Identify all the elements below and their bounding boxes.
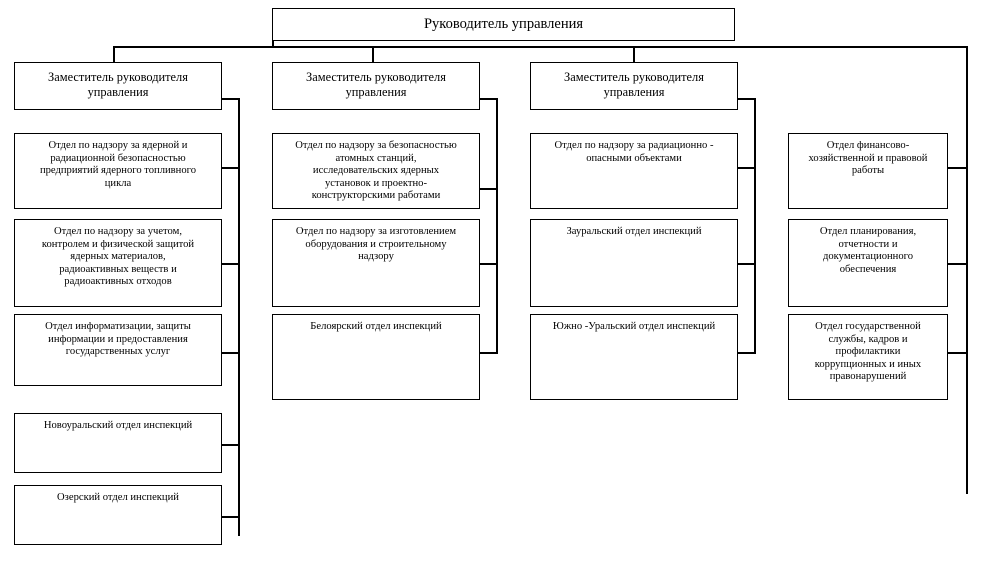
- node-deputy-1[interactable]: Заместитель руководителя управления: [14, 62, 222, 110]
- node-label: Заместитель руководителя управления: [564, 70, 704, 99]
- node-col1-dept-4[interactable]: Новоуральский отдел инспекций: [14, 413, 222, 473]
- node-label: Отдел государственной службы, кадров и п…: [814, 321, 922, 382]
- connector-col4-trunk: [966, 46, 968, 494]
- connector-col3-stub-1: [737, 167, 755, 169]
- node-label: Отдел по надзору за безопасностью атомны…: [295, 140, 457, 201]
- connector-col3-tap: [737, 98, 755, 100]
- node-label: Отдел по надзору за изготовлением оборуд…: [295, 226, 457, 262]
- node-label: Отдел по надзору за учетом, контролем и …: [41, 226, 195, 287]
- node-label: Новоуральский отдел инспекций: [43, 420, 193, 431]
- node-col2-dept-2[interactable]: Отдел по надзору за изготовлением оборуд…: [272, 219, 480, 307]
- node-col1-dept-3[interactable]: Отдел информатизации, защиты информации …: [14, 314, 222, 386]
- node-label: Заместитель руководителя управления: [306, 70, 446, 99]
- node-label: Зауральский отдел инспекций: [566, 226, 702, 237]
- node-col3-dept-2[interactable]: Зауральский отдел инспекций: [530, 219, 738, 307]
- connector-col1-stub-1: [221, 167, 239, 169]
- connector-col2-stub-2: [479, 263, 497, 265]
- node-label: Белоярский отдел инспекций: [310, 321, 442, 332]
- connector-col4-stub-2: [948, 263, 967, 265]
- connector-col2-stub-1: [479, 188, 497, 190]
- node-col4-dept-2[interactable]: Отдел планирования, отчетности и докумен…: [788, 219, 948, 307]
- node-col3-dept-3[interactable]: Южно -Уральский отдел инспекций: [530, 314, 738, 400]
- connector-col1-stub-4: [221, 444, 239, 446]
- connector-col1-stub-3: [221, 352, 239, 354]
- node-label: Южно -Уральский отдел инспекций: [552, 321, 716, 332]
- node-col4-dept-1[interactable]: Отдел финансово- хозяйственной и правово…: [788, 133, 948, 209]
- connector-col1-stub-5: [221, 516, 239, 518]
- node-col1-dept-1[interactable]: Отдел по надзору за ядерной и радиационн…: [14, 133, 222, 209]
- node-label: Отдел информатизации, защиты информации …: [45, 321, 191, 357]
- connector-bus-drop-1: [113, 46, 115, 63]
- node-head-of-department[interactable]: Руководитель управления: [272, 8, 735, 41]
- node-col1-dept-2[interactable]: Отдел по надзору за учетом, контролем и …: [14, 219, 222, 307]
- connector-main-bus: [113, 46, 967, 48]
- connector-col2-trunk: [496, 98, 498, 354]
- connector-col4-stub-3: [948, 352, 967, 354]
- connector-col4-stub-1: [948, 167, 967, 169]
- connector-col1-trunk: [238, 98, 240, 536]
- node-col3-dept-1[interactable]: Отдел по надзору за радиационно - опасны…: [530, 133, 738, 209]
- node-col2-dept-3[interactable]: Белоярский отдел инспекций: [272, 314, 480, 400]
- connector-root-stem: [272, 40, 274, 48]
- node-label: Озерский отдел инспекций: [57, 492, 179, 503]
- node-deputy-3[interactable]: Заместитель руководителя управления: [530, 62, 738, 110]
- node-col1-dept-5[interactable]: Озерский отдел инспекций: [14, 485, 222, 545]
- connector-col2-tap: [479, 98, 497, 100]
- connector-col1-tap: [221, 98, 239, 100]
- node-deputy-2[interactable]: Заместитель руководителя управления: [272, 62, 480, 110]
- connector-bus-drop-2: [372, 46, 374, 63]
- node-label: Заместитель руководителя управления: [48, 70, 188, 99]
- connector-col2-stub-3: [479, 352, 497, 354]
- node-col4-dept-3[interactable]: Отдел государственной службы, кадров и п…: [788, 314, 948, 400]
- connector-col3-stub-2: [737, 263, 755, 265]
- node-label: Отдел финансово- хозяйственной и правово…: [808, 140, 928, 176]
- node-label: Руководитель управления: [423, 16, 584, 32]
- node-label: Отдел по надзору за радиационно - опасны…: [554, 140, 714, 164]
- node-col2-dept-1[interactable]: Отдел по надзору за безопасностью атомны…: [272, 133, 480, 209]
- connector-col3-trunk: [754, 98, 756, 354]
- node-label: Отдел по надзору за ядерной и радиационн…: [39, 140, 197, 189]
- connector-bus-drop-3: [633, 46, 635, 63]
- connector-col1-stub-2: [221, 263, 239, 265]
- node-label: Отдел планирования, отчетности и докумен…: [819, 226, 917, 275]
- connector-col3-stub-3: [737, 352, 755, 354]
